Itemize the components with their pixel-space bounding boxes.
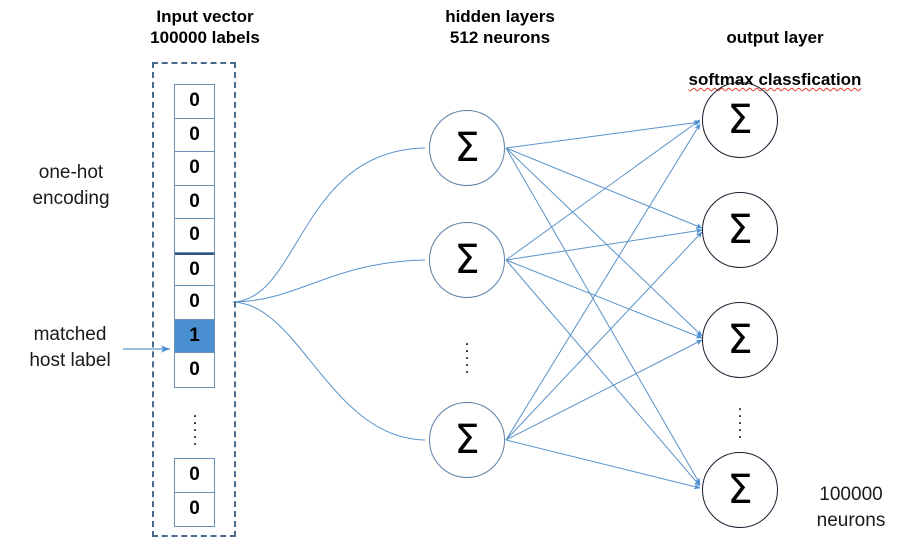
input-vector-dashed-boundary [152,62,236,537]
input-vector-header: Input vector 100000 labels [150,7,260,47]
input-to-hidden-links [232,147,426,441]
input-cell[interactable]: 0 [175,185,214,219]
input-cell[interactable]: 0 [175,252,214,286]
input-cell[interactable]: 0 [175,152,214,186]
input-cell[interactable]: 0 [175,353,214,387]
input-cell[interactable]: 0 [175,459,214,493]
hidden-to-output-links [505,119,703,490]
output-neuron[interactable]: Σ [702,82,778,158]
output-layer-header-line1: output layer [726,28,824,47]
input-cell[interactable]: 0 [175,492,214,526]
input-cell[interactable]: 0 [175,85,214,119]
input-vector-ellipsis: ..... [193,406,197,448]
output-layer-ellipsis: ..... [738,399,742,441]
output-layer-header: output layer softmax classfication [645,6,905,111]
hidden-neuron[interactable]: Σ [429,402,505,478]
output-layer-header-line2: softmax classfication [688,70,862,89]
output-neuron[interactable]: Σ [702,452,778,528]
hidden-neuron[interactable]: Σ [429,110,505,186]
matched-host-label: matched host label [29,324,111,371]
input-vector-cells-bottom: 0 0 [174,458,215,527]
hidden-neuron[interactable]: Σ [429,222,505,298]
input-cell[interactable]: 0 [175,118,214,152]
input-cell[interactable]: 0 [175,219,214,253]
hidden-layers-header: hidden layers 512 neurons [445,7,555,47]
input-vector-cells-top: 0 0 0 0 0 0 0 1 0 [174,84,215,388]
input-cell[interactable]: 0 [175,286,214,320]
output-neuron[interactable]: Σ [702,302,778,378]
one-hot-encoding-label: one-hot encoding [32,162,110,209]
output-neuron[interactable]: Σ [702,192,778,268]
output-neuron-count-label: 100000 neurons [816,484,886,531]
hidden-layer-ellipsis: ..... [465,334,469,376]
input-cell-hot[interactable]: 1 [175,319,214,353]
